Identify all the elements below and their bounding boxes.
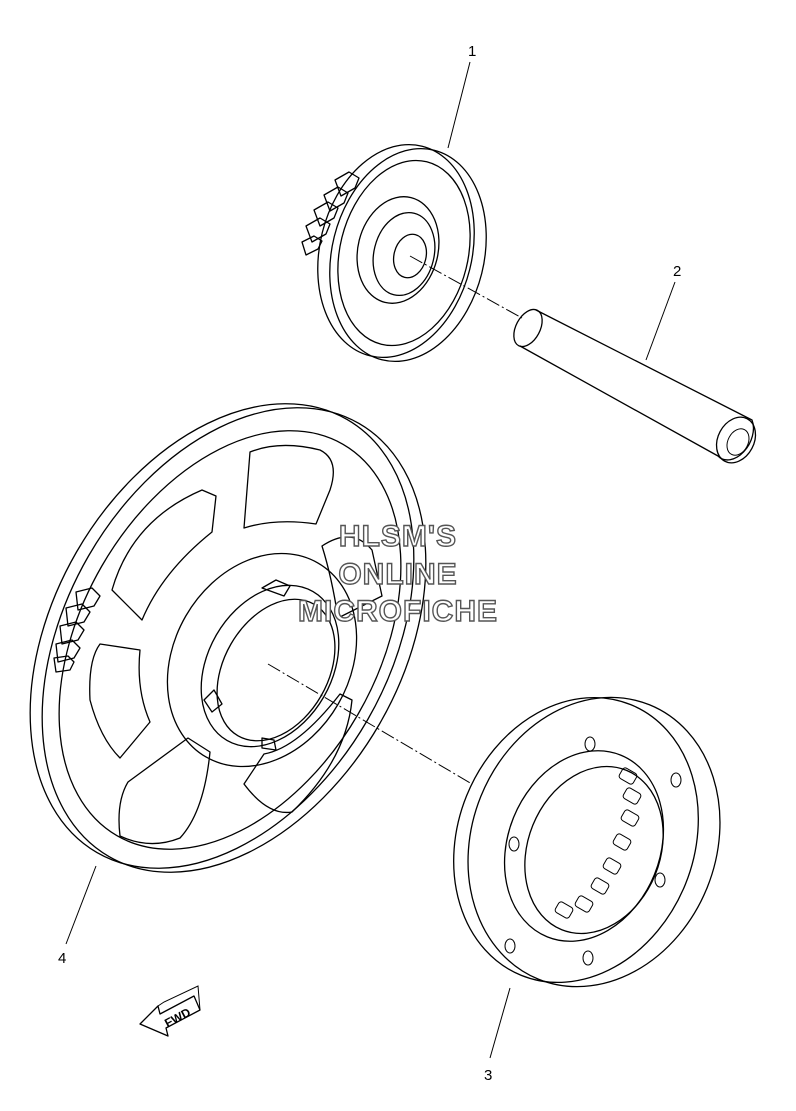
watermark-line-3: MICROFICHE	[298, 595, 498, 628]
center-line-1-2	[409, 255, 523, 319]
center-line-4-3	[267, 663, 473, 785]
fwd-label: FWD	[162, 1005, 193, 1030]
starter-wheel-gear-part	[29, 403, 427, 873]
leader-3	[489, 987, 511, 1059]
callout-number-3: 3	[484, 1067, 492, 1084]
leader-1	[447, 61, 471, 149]
callout-number-4: 4	[58, 950, 66, 967]
callout-number-1: 1	[468, 43, 476, 60]
one-way-clutch-part	[453, 696, 721, 988]
idler-gear-part	[301, 143, 487, 363]
callout-number-2: 2	[673, 263, 681, 280]
leader-4	[65, 865, 97, 945]
leader-2	[645, 281, 676, 361]
idler-shaft-part	[513, 308, 757, 464]
watermark-line-1: HLSM'S	[339, 520, 457, 553]
forward-arrow-icon	[139, 985, 201, 1037]
watermark-line-2: ONLINE	[338, 558, 457, 591]
